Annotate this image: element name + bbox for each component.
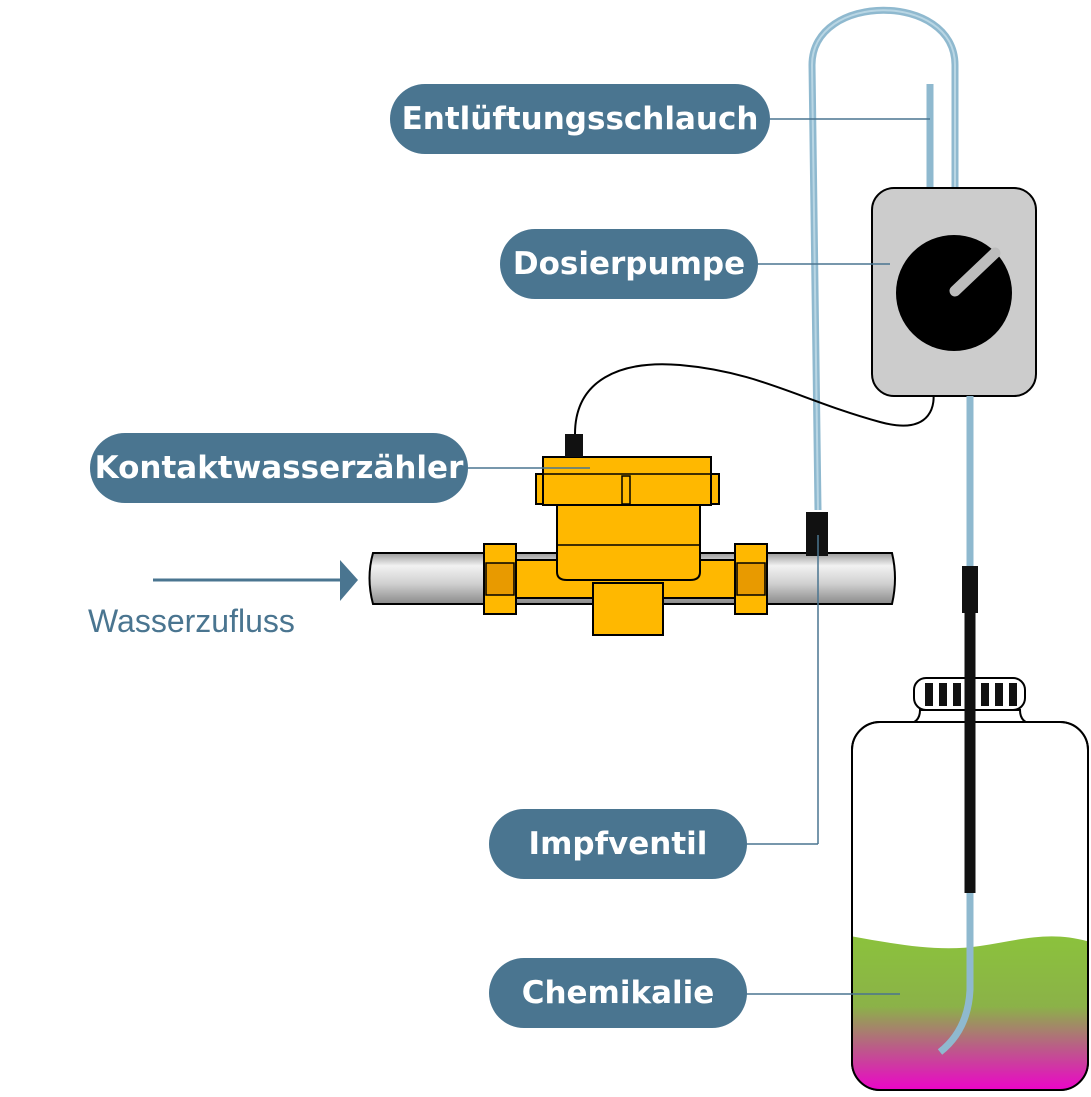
dosing-pump: [871, 187, 1037, 397]
label-chemikalie: Chemikalie: [489, 958, 747, 1028]
flow-label: Wasserzufluss: [88, 603, 295, 639]
flow-arrow: [153, 560, 358, 601]
label-dosierpumpe: Dosierpumpe: [500, 229, 758, 299]
suction-lance-top: [962, 566, 978, 613]
pump-dial-pointer: [949, 247, 1001, 297]
label-kontaktwasserzaehler: Kontaktwasserzähler: [90, 433, 468, 503]
suction-hose-inner: [937, 893, 974, 1055]
label-impfventil: Impfventil: [489, 809, 747, 879]
chemical-liquid: [852, 936, 1088, 1090]
injection-valve: [806, 512, 828, 556]
meter-connector: [565, 434, 583, 457]
label-entlueftungsschlauch: Entlüftungsschlauch: [390, 84, 770, 154]
signal-cable: [574, 363, 935, 435]
contact-water-meter: [483, 434, 768, 636]
